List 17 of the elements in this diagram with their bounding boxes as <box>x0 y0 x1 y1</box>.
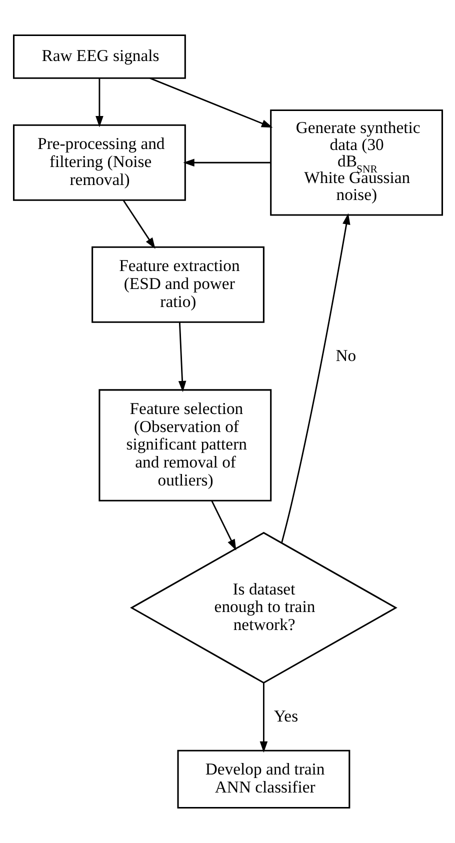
node-diamond: Is dataset enough to train network? <box>130 532 397 684</box>
edge-label: No <box>335 346 356 366</box>
arrow <box>259 683 268 753</box>
edge-label: Yes <box>273 706 298 726</box>
node-box: Pre-processing and filtering (Noise removal) <box>12 124 186 201</box>
node-box: Raw EEG signals <box>12 34 186 79</box>
arrow <box>149 78 272 128</box>
arrow <box>280 213 350 544</box>
arrow <box>178 322 186 392</box>
node-box: Feature selection (Observation of significant pattern and removal of outliers) <box>98 389 272 502</box>
arrow <box>122 200 155 249</box>
node-box: Develop and train ANN classifier <box>176 750 350 808</box>
arrow <box>95 78 103 128</box>
node-box: Generate synthetic data (30 dB$_{SNR}$ White Gaussian noise) <box>270 109 443 216</box>
arrow <box>182 158 270 167</box>
arrow <box>210 500 236 551</box>
node-box: Feature extraction (ESD and power ratio) <box>91 246 264 323</box>
